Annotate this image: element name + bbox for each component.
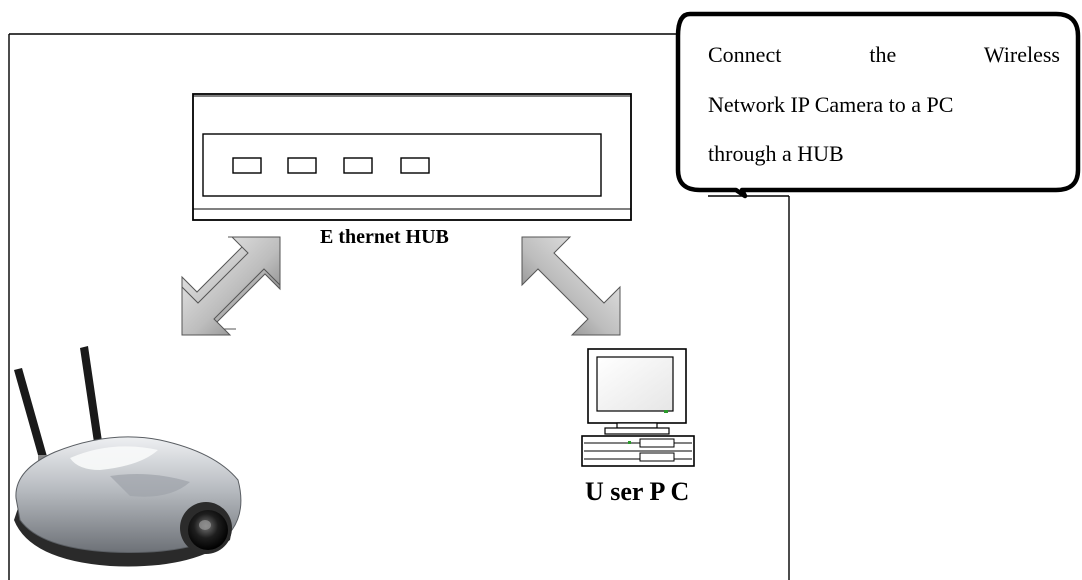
callout-line-2: Network IP Camera to a PC (708, 92, 954, 117)
ethernet-hub-icon (192, 93, 632, 221)
hub-port-4 (400, 157, 430, 174)
hub-port-3 (343, 157, 373, 174)
ethernet-hub-label: E thernet HUB (320, 226, 449, 248)
user-pc-label: U ser P C (585, 477, 690, 506)
arrow-hub-pc (521, 236, 621, 336)
callout-line-3: through a HUB (708, 141, 844, 166)
ip-camera-icon (14, 346, 242, 567)
arrow-hub-camera (181, 236, 281, 336)
user-pc-icon (581, 348, 695, 467)
diagram-frame (8, 33, 790, 580)
hub-port-2 (287, 157, 317, 174)
hub-port-1 (232, 157, 262, 174)
callout-line-1: Connect the Wireless (708, 42, 1060, 67)
callout-bubble (675, 11, 1081, 199)
